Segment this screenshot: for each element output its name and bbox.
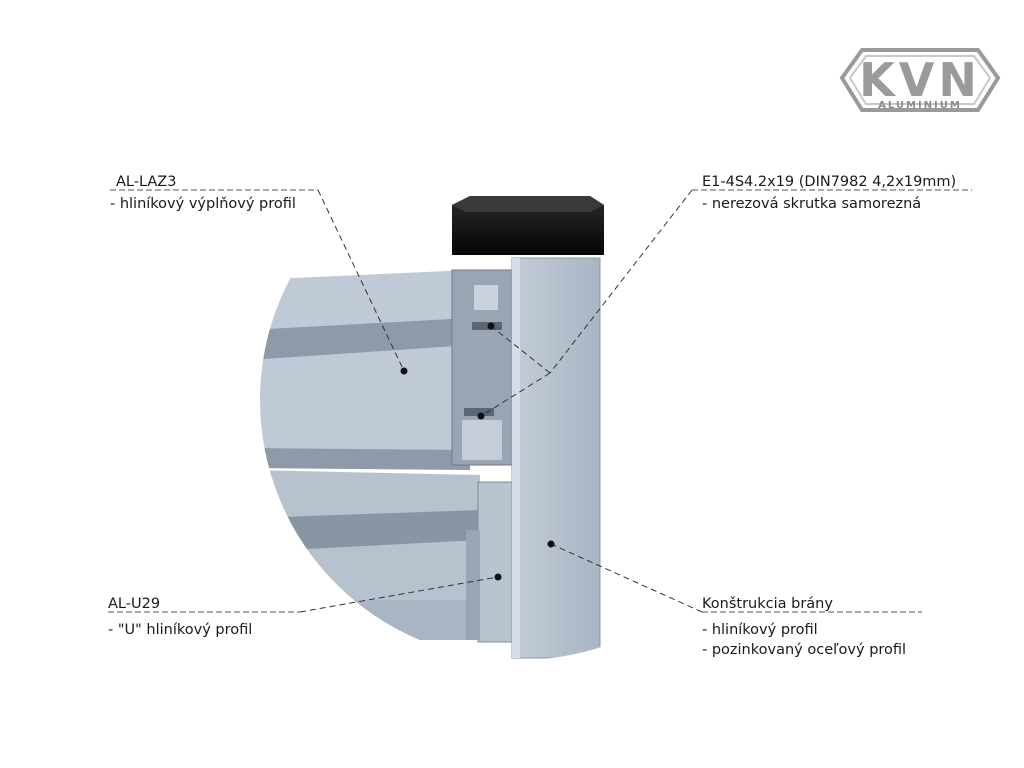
u29-pointer <box>494 573 502 581</box>
screw-lower <box>464 408 494 416</box>
laz3-desc: - hliníkový výplňový profil <box>110 196 296 212</box>
gate-cutaway <box>260 257 601 659</box>
gate-frame-post <box>511 257 601 659</box>
logo-sub: ALUMINIUM <box>878 100 962 111</box>
kvn-logo: KVN ALUMINIUM <box>839 48 1001 112</box>
laz3-code: AL-LAZ3 <box>116 174 176 190</box>
u29-code: AL-U29 <box>108 596 160 612</box>
laz3-pointer <box>400 367 408 375</box>
screw-pointer-lower <box>477 412 485 420</box>
frame-desc2: - pozinkovaný oceľový profil <box>702 642 906 658</box>
logo-mark: KVN <box>859 53 981 107</box>
screw-code: E1-4S4.2x19 (DIN7982 4,2x19mm) <box>702 174 956 190</box>
u-profile-u29 <box>477 481 515 643</box>
screw-desc: - nerezová skrutka samorezná <box>702 196 921 212</box>
fill-profile-laz3 <box>260 270 470 465</box>
frame-pointer <box>547 540 555 548</box>
frame-code: Konštrukcia brány <box>702 596 833 612</box>
callout-screw: E1-4S4.2x19 (DIN7982 4,2x19mm) - nerezov… <box>477 174 972 420</box>
callout-frame: Konštrukcia brány - hliníkový profil - p… <box>547 540 922 658</box>
screw-pointer-upper <box>487 322 495 330</box>
frame-desc1: - hliníkový profil <box>702 622 818 638</box>
post-cap <box>452 196 604 255</box>
u29-desc: - "U" hliníkový profil <box>108 622 252 638</box>
callout-laz3: AL-LAZ3 - hliníkový výplňový profil <box>110 174 408 375</box>
screw-upper <box>472 322 502 330</box>
callout-u29: AL-U29 - "U" hliníkový profil <box>108 573 502 638</box>
